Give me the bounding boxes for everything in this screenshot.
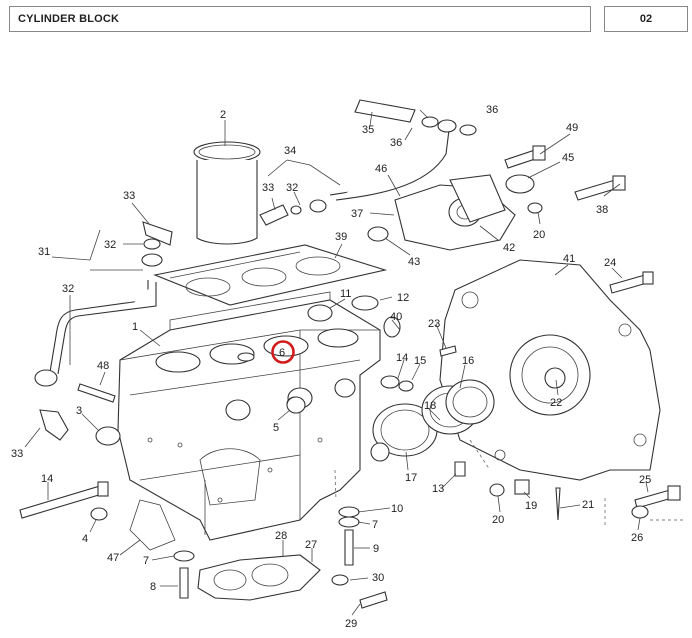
- leader-lines: [24, 109, 649, 616]
- cylinder-liner-part[interactable]: [193, 141, 261, 245]
- callout-6: 6: [279, 347, 285, 359]
- callout-29: 29: [345, 618, 357, 630]
- thermostat-housing[interactable]: [197, 554, 349, 601]
- callout-5: 5: [273, 422, 279, 434]
- callout-37: 37: [351, 208, 363, 220]
- callout-34: 34: [284, 145, 296, 157]
- callout-9: 9: [373, 543, 379, 555]
- callout-25: 25: [639, 474, 651, 486]
- seals-group[interactable]: [372, 379, 495, 457]
- callout-10: 10: [391, 503, 403, 515]
- timing-case-plate[interactable]: [439, 259, 661, 481]
- callout-7: 7: [372, 519, 378, 531]
- callout-46: 46: [375, 163, 387, 175]
- callout-7: 7: [143, 555, 149, 567]
- callout-33: 33: [11, 448, 23, 460]
- cylinder-block-part[interactable]: [117, 291, 381, 551]
- callout-17: 17: [405, 472, 417, 484]
- callout-13: 13: [432, 483, 444, 495]
- callout-42: 42: [503, 242, 515, 254]
- page-number: 02: [639, 13, 653, 25]
- page-number-box: 02: [604, 6, 688, 32]
- title-box: CYLINDER BLOCK: [9, 6, 591, 32]
- callout-24: 24: [604, 257, 616, 269]
- callout-35: 35: [362, 124, 374, 136]
- callout-32: 32: [104, 239, 116, 251]
- oil-pipe-assembly[interactable]: [259, 99, 477, 226]
- callout-47: 47: [107, 552, 119, 564]
- oil-pipe-left[interactable]: [34, 221, 173, 441]
- callout-14: 14: [41, 473, 53, 485]
- pump-cover-part[interactable]: [367, 174, 535, 251]
- callout-22: 22: [550, 397, 562, 409]
- callout-33: 33: [262, 182, 274, 194]
- callout-4: 4: [82, 533, 88, 545]
- callout-11: 11: [340, 288, 351, 300]
- callout-27: 27: [305, 539, 317, 551]
- callout-19: 19: [525, 500, 537, 512]
- callout-labels: 2 36 35 36 49 34 45 46 33 32 38 33 37 20…: [11, 104, 651, 630]
- callout-20: 20: [533, 229, 545, 241]
- callout-32: 32: [62, 283, 74, 295]
- callout-32: 32: [286, 182, 298, 194]
- bolts-group[interactable]: [19, 145, 681, 609]
- callout-41: 41: [563, 253, 575, 265]
- callout-8: 8: [150, 581, 156, 593]
- callout-48: 48: [97, 360, 109, 372]
- highlight-ring[interactable]: [271, 340, 295, 364]
- callout-36: 36: [486, 104, 498, 116]
- callout-20: 20: [492, 514, 504, 526]
- diagram-title: CYLINDER BLOCK: [18, 13, 120, 25]
- callout-36: 36: [390, 137, 402, 149]
- callout-14: 14: [396, 352, 408, 364]
- callout-43: 43: [408, 256, 420, 268]
- callout-49: 49: [566, 122, 578, 134]
- callout-3: 3: [76, 405, 82, 417]
- callout-39: 39: [335, 231, 347, 243]
- callout-18: 18: [424, 400, 436, 412]
- head-gasket-part[interactable]: [153, 244, 388, 306]
- callout-15: 15: [414, 355, 426, 367]
- callout-31: 31: [38, 246, 50, 258]
- callout-40: 40: [390, 311, 402, 323]
- callout-1: 1: [132, 321, 138, 333]
- reference-lines: [334, 439, 686, 525]
- callout-26: 26: [631, 532, 643, 544]
- callout-45: 45: [562, 152, 574, 164]
- callout-33: 33: [123, 190, 135, 202]
- callout-38: 38: [596, 204, 608, 216]
- callout-28: 28: [275, 530, 287, 542]
- callout-2: 2: [220, 109, 226, 121]
- callout-30: 30: [372, 572, 384, 584]
- callout-12: 12: [397, 292, 409, 304]
- callout-21: 21: [582, 499, 594, 511]
- callout-16: 16: [462, 355, 474, 367]
- callout-23: 23: [428, 318, 440, 330]
